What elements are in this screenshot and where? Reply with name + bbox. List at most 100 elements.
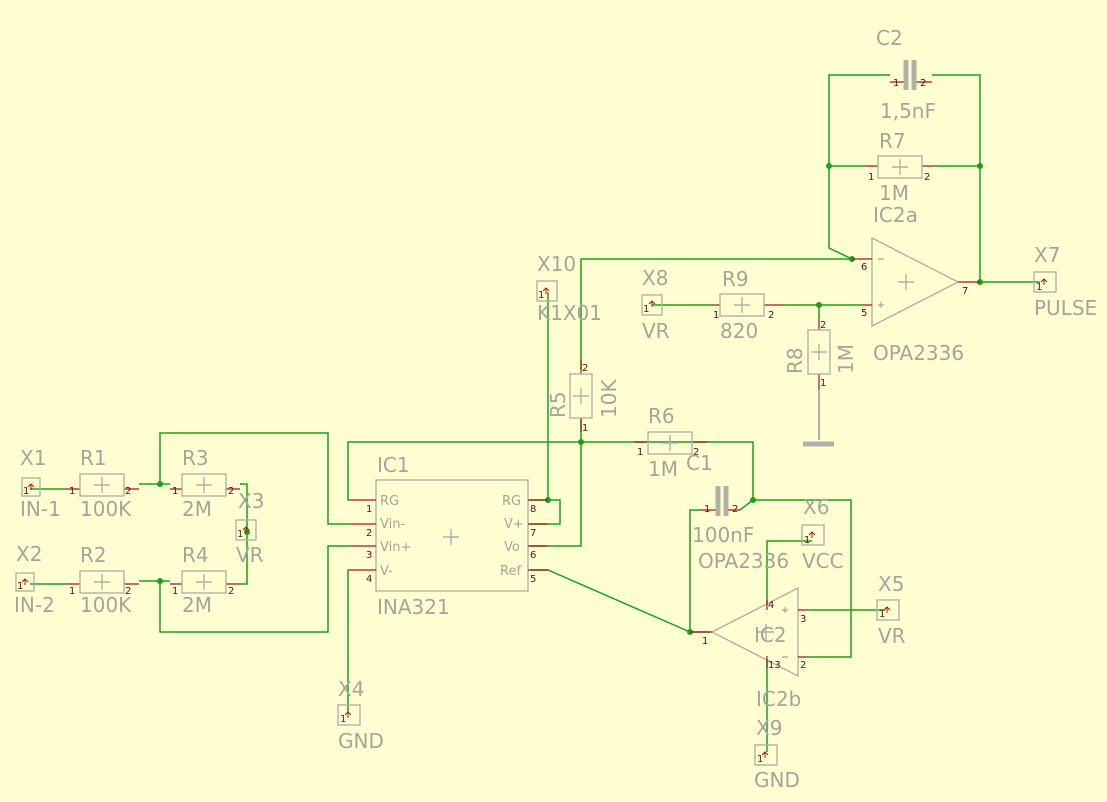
capacitor-c2-value: 1,5nF — [880, 99, 936, 123]
wire-ic2a-fb-left[interactable] — [828, 74, 890, 260]
svg-text:1: 1 — [757, 754, 763, 765]
capacitor-c2[interactable]: 1 2 C2 1,5nF — [876, 26, 936, 123]
wire-r2-vinplus[interactable] — [159, 545, 350, 633]
svg-text:1: 1 — [804, 535, 810, 546]
resistor-r3[interactable]: 1 2 R3 2M — [170, 446, 240, 521]
svg-text:2: 2 — [693, 447, 699, 458]
svg-text:6: 6 — [530, 550, 536, 561]
svg-text:1: 1 — [237, 529, 243, 540]
connector-x10[interactable]: 1 X10 K1X01 — [536, 252, 602, 325]
svg-text:3: 3 — [366, 550, 372, 561]
svg-text:5: 5 — [530, 574, 536, 585]
capacitor-c1-ref: C1 — [686, 451, 713, 475]
wire-ic2a-fb-right[interactable] — [932, 74, 1040, 283]
connector-x6-ref: X6 — [803, 495, 829, 519]
ic2b-ref: IC2b — [756, 687, 801, 711]
svg-text:2: 2 — [732, 504, 738, 515]
svg-text:1: 1 — [713, 310, 719, 321]
ic2a-opamp[interactable]: 6 5 7 IC2a OPA2336 — [852, 203, 980, 365]
connector-x3-value: VR — [236, 543, 264, 567]
connector-x3[interactable]: 1 X3 VR — [235, 489, 264, 567]
wire-r5-ic2a-inv[interactable] — [580, 258, 852, 370]
resistor-r1-ref: R1 — [80, 446, 107, 470]
resistor-r1-value: 100K — [80, 497, 132, 521]
resistor-r2[interactable]: 1 2 R2 100K — [66, 543, 139, 617]
svg-text:2: 2 — [366, 528, 372, 539]
junction — [816, 302, 822, 308]
svg-text:2: 2 — [125, 586, 131, 597]
wire-ic1-vo[interactable] — [530, 418, 582, 547]
resistor-r9-ref: R9 — [722, 267, 749, 291]
ic2b-part: IC2 — [754, 623, 787, 647]
capacitor-c1[interactable]: 1 2 C1 100nF — [686, 451, 754, 547]
connector-x6-value: VCC — [802, 549, 844, 573]
wire-ic1-rg-bus[interactable] — [347, 441, 754, 501]
resistor-r5-ref: R5 — [546, 391, 570, 418]
svg-text:1: 1 — [702, 636, 708, 647]
ic1-pin-vin-minus: Vin- — [380, 517, 405, 532]
wire-c1-ic2b-right[interactable] — [739, 499, 852, 658]
junction — [244, 529, 250, 535]
wire-ic2b-x6[interactable] — [766, 540, 812, 604]
resistor-r9[interactable]: 1 2 R9 820 — [712, 267, 783, 343]
svg-text:1: 1 — [582, 423, 588, 434]
connector-x9[interactable]: 1 X9 GND — [754, 716, 800, 792]
connector-x7-ref: X7 — [1034, 243, 1060, 267]
resistor-r8[interactable]: 2 1 R8 1M — [783, 318, 858, 447]
svg-text:1: 1 — [538, 290, 544, 301]
resistor-r7[interactable]: 1 2 R7 1M — [866, 129, 935, 205]
wires — [30, 74, 1040, 752]
svg-text:1: 1 — [820, 378, 826, 389]
svg-text:5: 5 — [861, 308, 867, 319]
connector-x2[interactable]: 1 X2 IN-2 — [14, 542, 55, 617]
wire-ic1-vminus-gnd[interactable] — [347, 569, 350, 712]
resistor-r1[interactable]: 1 2 R1 100K — [66, 446, 139, 521]
svg-text:2: 2 — [582, 363, 588, 374]
svg-text:2: 2 — [125, 486, 131, 497]
ic2a-value: OPA2336 — [873, 341, 964, 365]
connector-x2-ref: X2 — [16, 542, 42, 566]
ic1-ina321[interactable]: 1 2 3 4 8 7 6 5 RG Vin- Vin+ V- RG V+ Vo… — [350, 453, 548, 619]
connector-x1[interactable]: 1 X1 IN-1 — [20, 446, 61, 521]
resistor-r5[interactable]: 2 1 R5 10K — [546, 360, 621, 434]
resistor-r4-ref: R4 — [182, 543, 209, 567]
ic2b-opamp[interactable]: 1 3 2 4 13 IC2 IC2b OPA2336 — [690, 549, 808, 711]
svg-text:1: 1 — [172, 486, 178, 497]
resistor-r9-value: 820 — [720, 319, 758, 343]
svg-text:2: 2 — [924, 172, 930, 183]
connector-x5-value: VR — [878, 624, 906, 648]
connector-x5-ref: X5 — [878, 572, 904, 596]
wire-r3-r4-loop[interactable] — [159, 432, 350, 525]
resistor-r3-ref: R3 — [182, 446, 209, 470]
resistor-r6[interactable]: 1 2 R6 1M — [634, 404, 708, 481]
ic1-pin-v-plus: V+ — [504, 517, 524, 532]
svg-text:7: 7 — [962, 286, 968, 297]
ic1-ref: IC1 — [377, 453, 410, 477]
svg-text:1: 1 — [868, 172, 874, 183]
svg-text:1: 1 — [879, 609, 885, 620]
connector-x6[interactable]: 1 X6 VCC — [801, 495, 844, 573]
connector-x1-value: IN-1 — [20, 497, 61, 521]
resistor-r4[interactable]: 1 2 R4 2M — [170, 543, 240, 617]
connector-x9-value: GND — [754, 768, 800, 792]
svg-text:2: 2 — [800, 660, 806, 671]
connector-x7[interactable]: 1 X7 PULSE — [1033, 243, 1097, 320]
junction — [578, 439, 584, 445]
svg-text:1: 1 — [172, 586, 178, 597]
resistor-r2-value: 100K — [80, 593, 132, 617]
connector-x4[interactable]: 1 X4 GND — [337, 677, 384, 753]
wire-ic1-ref[interactable] — [530, 569, 691, 633]
connector-x8-ref: X8 — [642, 266, 668, 290]
connector-x8-value: VR — [642, 319, 670, 343]
connector-x5[interactable]: 1 X5 VR — [876, 572, 906, 648]
connector-x8[interactable]: 1 X8 VR — [641, 266, 670, 343]
connector-x7-value: PULSE — [1034, 296, 1097, 320]
svg-text:6: 6 — [861, 262, 867, 273]
junction — [826, 163, 832, 169]
svg-text:1: 1 — [704, 504, 710, 515]
resistor-r5-value: 10K — [597, 379, 621, 418]
junction — [977, 163, 983, 169]
ic1-pin-rg-1: RG — [380, 494, 399, 509]
svg-text:7: 7 — [530, 528, 536, 539]
